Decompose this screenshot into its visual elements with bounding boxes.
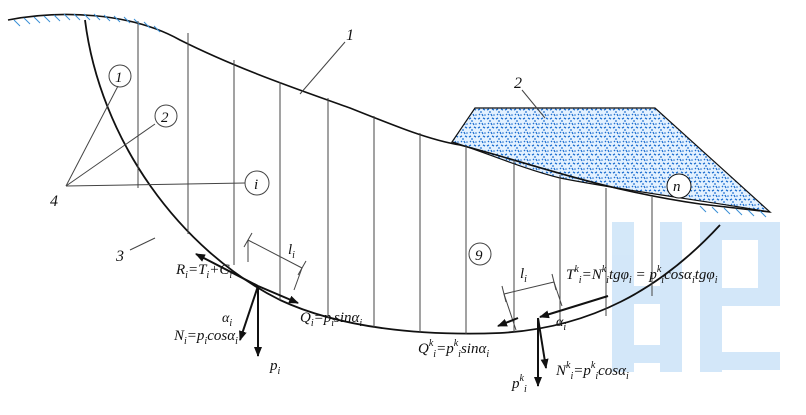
watermark-logo [612, 222, 780, 372]
slip-surface-arc [84, 19, 721, 335]
callout-surface: 1 [299, 27, 354, 95]
right-shear-arrow-Q [497, 317, 519, 327]
slice-number-1: 1 [108, 64, 132, 88]
tangential-arrow-T [539, 295, 609, 319]
ground-hatch [13, 13, 767, 218]
right-slice-forces: li Qki=pkisinαi Tki=Nkitgφi = pkicosαitg… [418, 264, 718, 395]
callout-slice-group-label: 4 [50, 193, 58, 210]
slice-number-9: 9 [468, 242, 492, 266]
right-normal-arrow-N [537, 317, 549, 369]
left-angle-label: αi [222, 311, 232, 329]
right-width-label: li [520, 266, 527, 285]
svg-text:2: 2 [161, 110, 169, 126]
left-slice-forces: li Ri=Ti+Ci αi Ni=picosαi Qi=pisinαi pi [173, 232, 362, 377]
left-width-label: li [288, 242, 295, 261]
svg-text:i: i [254, 177, 258, 193]
shear-arrow-Q [257, 285, 299, 304]
slice-dividers [137, 21, 653, 334]
right-shear-label: Qki=pkisinαi [418, 338, 489, 360]
resistance-label: Ri=Ti+Ci [175, 262, 232, 281]
callout-slip-surface: 3 [115, 237, 156, 265]
ground-surface-line [7, 13, 771, 213]
normal-force-label: Ni=picosαi [173, 328, 238, 347]
embankment-fill [451, 107, 772, 213]
callout-embankment-label: 2 [514, 75, 522, 92]
svg-text:n: n [673, 179, 681, 195]
normal-arrow-N [239, 285, 259, 341]
callout-slice-group: 4 [50, 85, 246, 210]
weight-label: pi [269, 358, 281, 377]
shear-force-label: Qi=pisinαi [300, 310, 362, 329]
right-angle-label: αi [556, 315, 566, 333]
slice-number-i: i [244, 170, 270, 196]
resistance-arrow-R [195, 253, 259, 287]
slice-number-2: 2 [154, 104, 178, 128]
svg-text:1: 1 [115, 70, 123, 86]
callout-embankment: 2 [514, 75, 546, 119]
svg-text:9: 9 [475, 248, 483, 264]
right-weight-label: pki [511, 373, 527, 395]
callout-surface-label: 1 [346, 27, 354, 44]
right-tangential-label: Tki=Nkitgφi = pkicosαitgφi [566, 264, 718, 286]
callout-slip-surface-label: 3 [115, 248, 124, 265]
slice-number-n: n [666, 173, 692, 199]
right-normal-label: Nki=pkicosαi [555, 360, 629, 382]
